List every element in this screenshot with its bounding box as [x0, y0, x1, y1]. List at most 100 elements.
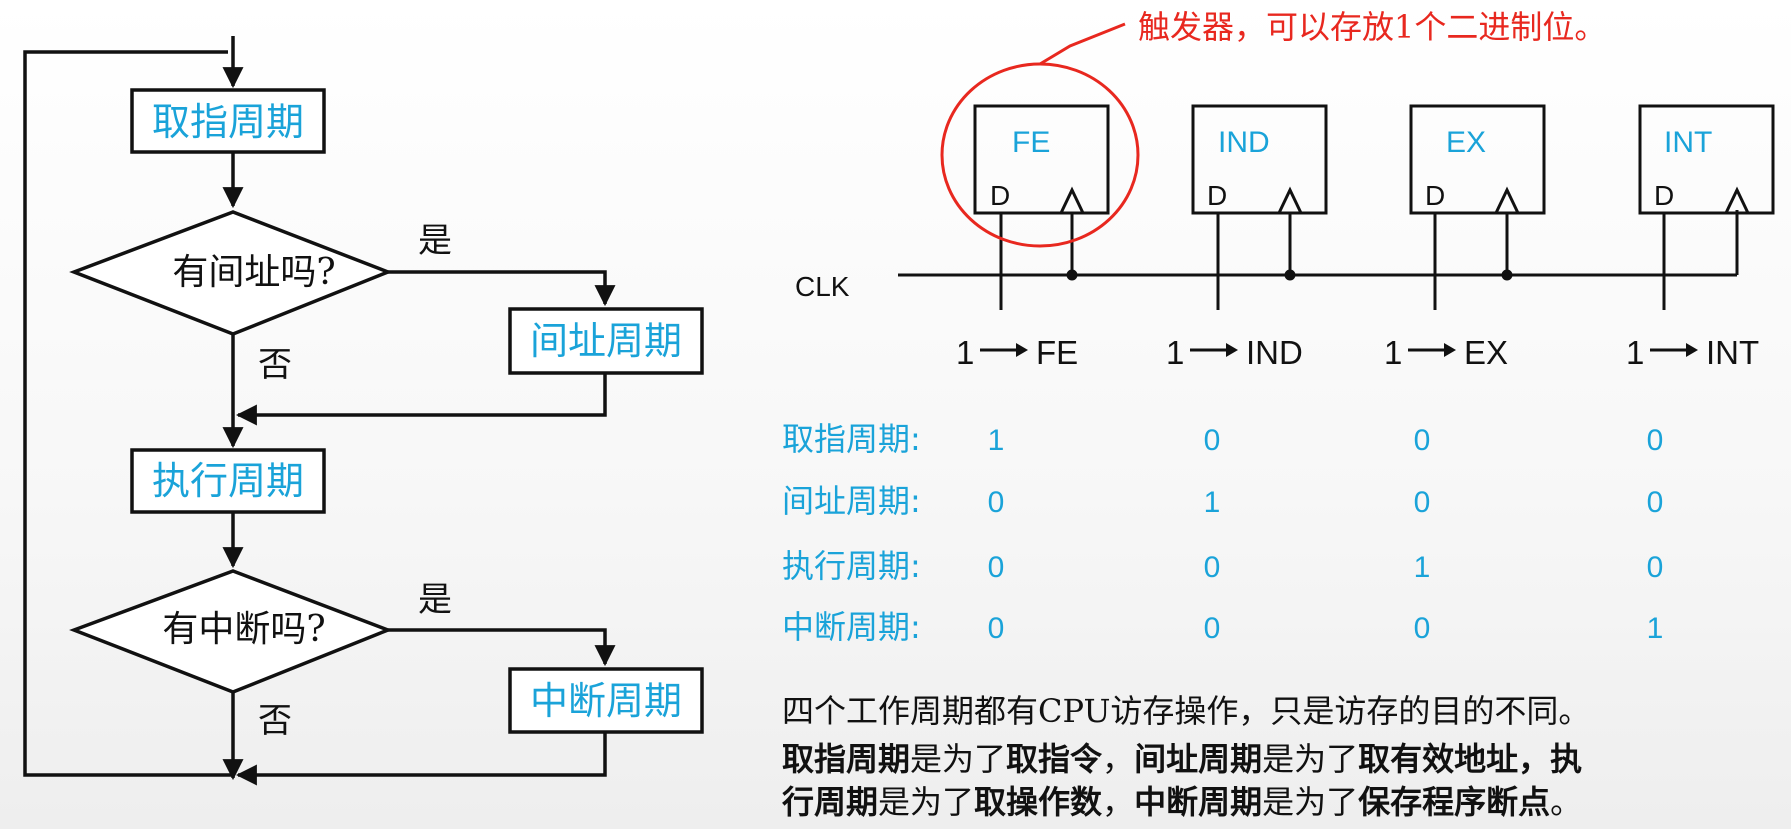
- row-interrupt-fe: 0: [988, 612, 1005, 645]
- interrupt-cycle-label: 中断周期: [530, 679, 682, 723]
- ind-set-target: IND: [1246, 334, 1303, 371]
- execute-cycle-box: [130, 448, 326, 514]
- p3-save-breakpoint: 保存程序断点: [1358, 783, 1550, 821]
- interrupt-cycle-box: [508, 667, 704, 734]
- row-interrupt-ex: 0: [1414, 612, 1431, 645]
- interrupt-question: 有中断吗?: [162, 609, 325, 650]
- row-indirect-ind: 1: [1204, 486, 1221, 519]
- explanation-paragraph: 四个工作周期都有CPU访存操作，只是访存的目的不同。 取指周期是为了取指令，间址…: [782, 692, 1590, 821]
- p3-is-for-2: 是为了: [1262, 783, 1358, 821]
- row-execute-ind: 0: [1204, 551, 1221, 584]
- fe-set-arrow-head: [1016, 343, 1028, 357]
- ind-name: IND: [1218, 126, 1270, 159]
- int-flipflop-box: [1638, 104, 1775, 215]
- interrupt-decision-diamond: [69, 569, 393, 694]
- indirect-cycle-label: 间址周期: [530, 319, 682, 363]
- ind-clock-triangle: [1277, 186, 1303, 214]
- ind-d-label: D: [1207, 180, 1227, 211]
- fe-set-target: FE: [1036, 334, 1078, 371]
- no-label-2: 否: [258, 701, 292, 741]
- fe-clk-junction: [1066, 269, 1078, 281]
- indirect-question: 有间址吗?: [172, 252, 335, 293]
- row-execute-int: 0: [1647, 551, 1664, 584]
- annotation-highlight: [940, 22, 1140, 248]
- indirect-join-arrow: [235, 373, 607, 426]
- fe-flipflop-box: [973, 104, 1110, 215]
- row-fetch-ex: 0: [1414, 424, 1431, 457]
- paragraph-line-1: 四个工作周期都有CPU访存操作，只是访存的目的不同。: [782, 692, 1590, 730]
- p3-comma: ，: [1102, 783, 1134, 821]
- fe-set-one: 1: [956, 334, 974, 371]
- p3-is-for-1: 是为了: [878, 783, 974, 821]
- ex-set-target: EX: [1464, 334, 1508, 371]
- int-set-target: INT: [1706, 334, 1759, 371]
- yes-label-2: 是: [418, 580, 452, 620]
- p2-effective-addr: 取有效地址: [1358, 740, 1518, 778]
- row-interrupt-int: 1: [1647, 612, 1664, 645]
- fe-d-label: D: [990, 180, 1010, 211]
- row-fetch-fe: 1: [988, 424, 1005, 457]
- flipflop-circuit: [898, 104, 1775, 310]
- p3-execute: 行周期: [782, 783, 878, 821]
- fe-name: FE: [1012, 126, 1050, 159]
- p2-fetch: 取指周期: [782, 740, 910, 778]
- yes-indirect-arrow: [388, 270, 616, 307]
- p2-tail: ，执: [1518, 740, 1582, 778]
- interrupt-join-arrow: [235, 732, 607, 786]
- p2-is-for-2: 是为了: [1262, 740, 1358, 778]
- annotation-pointer-line: [1039, 22, 1126, 66]
- ex-clk-junction: [1501, 269, 1513, 281]
- row-fetch-int: 0: [1647, 424, 1664, 457]
- ex-flipflop-box: [1409, 104, 1546, 215]
- ex-clock-triangle: [1494, 186, 1520, 214]
- int-set-arrow-head: [1686, 343, 1698, 357]
- ind-set-one: 1: [1166, 334, 1184, 371]
- execute-cycle-label: 执行周期: [152, 459, 304, 503]
- row-label-interrupt: 中断周期:: [782, 608, 921, 646]
- fe-clock-triangle: [1059, 186, 1085, 214]
- p3-interrupt: 中断周期: [1134, 783, 1262, 821]
- ind-flipflop-box: [1191, 104, 1328, 215]
- row-execute-fe: 0: [988, 551, 1005, 584]
- p2-comma: ，: [1102, 740, 1134, 778]
- paragraph-line-3: 行周期是为了取操作数，中断周期是为了保存程序断点。: [782, 783, 1582, 821]
- row-fetch-ind: 0: [1204, 424, 1221, 457]
- fetch-cycle-label: 取指周期: [152, 100, 304, 144]
- p2-indirect: 间址周期: [1134, 740, 1262, 778]
- no-label-1: 否: [258, 345, 292, 385]
- ex-set-one: 1: [1384, 334, 1402, 371]
- paragraph-line-2: 取指周期是为了取指令，间址周期是为了取有效地址，执: [782, 740, 1582, 778]
- flowchart: [23, 36, 704, 786]
- int-d-label: D: [1654, 180, 1674, 211]
- int-clock-triangle: [1724, 186, 1750, 214]
- p3-operand: 取操作数: [974, 783, 1103, 821]
- ind-clk-junction: [1284, 269, 1296, 281]
- p3-period: 。: [1550, 783, 1582, 821]
- p2-fetch-instr: 取指令: [1006, 740, 1103, 778]
- row-label-fetch: 取指周期:: [782, 420, 921, 458]
- ex-name: EX: [1446, 126, 1486, 159]
- set-signals: 1 FE 1 IND 1 EX 1 INT: [956, 334, 1759, 371]
- int-name: INT: [1664, 126, 1712, 159]
- clk-label: CLK: [795, 271, 850, 302]
- indirect-decision-diamond: [69, 210, 393, 336]
- p2-is-for-1: 是为了: [910, 740, 1006, 778]
- row-interrupt-ind: 0: [1204, 612, 1221, 645]
- int-set-one: 1: [1626, 334, 1644, 371]
- loop-back-line: [23, 50, 233, 777]
- row-indirect-fe: 0: [988, 486, 1005, 519]
- ex-d-label: D: [1425, 180, 1445, 211]
- yes-label-1: 是: [418, 221, 452, 261]
- fetch-cycle-box: [130, 88, 326, 154]
- row-indirect-int: 0: [1647, 486, 1664, 519]
- row-label-indirect: 间址周期:: [782, 482, 921, 520]
- ind-set-arrow-head: [1226, 343, 1238, 357]
- yes-interrupt-arrow: [388, 628, 616, 667]
- annotation-text: 触发器，可以存放1个二进制位。: [1138, 8, 1606, 46]
- row-execute-ex: 1: [1414, 551, 1431, 584]
- ex-set-arrow-head: [1444, 343, 1456, 357]
- indirect-cycle-box: [508, 307, 704, 375]
- state-table: 取指周期: 1 0 0 0 间址周期: 0 1 0 0 执行周期: 0 0 1 …: [782, 420, 1663, 646]
- row-label-execute: 执行周期:: [782, 547, 921, 585]
